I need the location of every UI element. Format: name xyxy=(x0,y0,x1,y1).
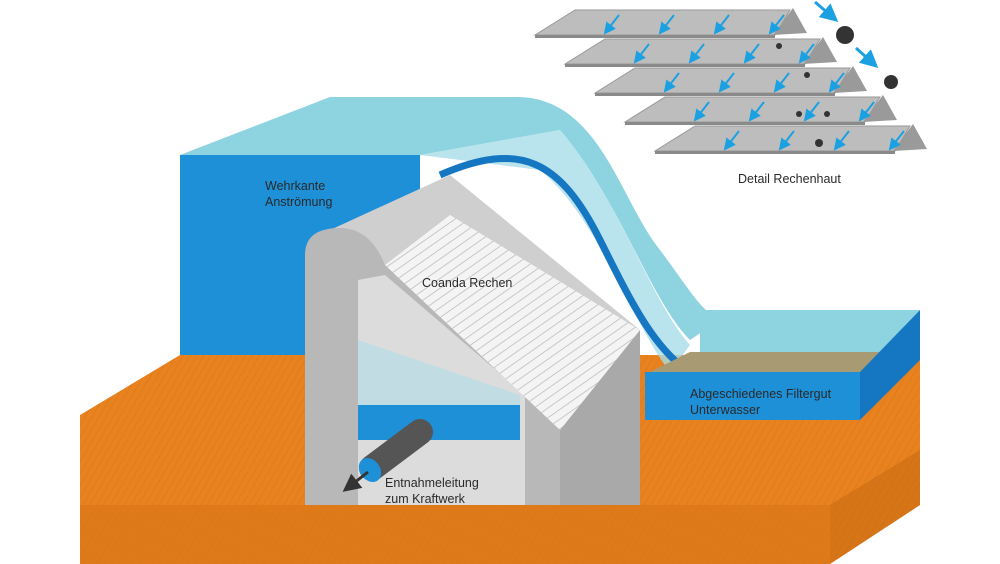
label-anstroemung: Anströmung xyxy=(265,195,332,209)
coanda-screen xyxy=(385,215,640,430)
label-kraftwerk: zum Kraftwerk xyxy=(385,492,466,506)
rack-bar-tip xyxy=(833,66,867,93)
debris-particle xyxy=(836,26,854,44)
intake-pipe xyxy=(342,419,433,492)
label-coanda-rechen: Coanda Rechen xyxy=(422,276,512,290)
rack-bar-tip xyxy=(773,8,807,35)
debris-particle xyxy=(824,111,830,117)
debris-particle xyxy=(804,72,810,78)
rack-bar-edge xyxy=(655,151,895,154)
flow-arrow-icon xyxy=(773,72,790,93)
rack-bar-edge xyxy=(535,35,775,38)
detail-rechenhaut xyxy=(533,0,927,154)
rack-bar-tip xyxy=(893,124,927,151)
label-entnahmeleitung: Entnahmeleitung xyxy=(385,476,479,490)
flow-arrow-icon xyxy=(603,14,620,35)
flow-arrow-icon xyxy=(828,72,845,93)
rack-bar-tip xyxy=(863,95,897,122)
flow-arrow-icon xyxy=(803,101,820,122)
rack-bar-tip xyxy=(803,37,837,64)
debris-particle xyxy=(776,43,782,49)
debris-particle xyxy=(796,111,802,117)
flow-arrow-icon xyxy=(858,101,875,122)
flow-arrow-icon xyxy=(798,43,815,64)
flow-arrow-icon xyxy=(688,43,705,64)
rack-bar-edge xyxy=(565,64,805,67)
flow-arrow-icon xyxy=(663,72,680,93)
tailwater xyxy=(645,310,920,420)
debris-flow-arrow-icon xyxy=(814,0,839,22)
debris-particle xyxy=(884,75,898,89)
label-unterwasser: Unterwasser xyxy=(690,403,760,417)
flow-arrow-icon xyxy=(768,14,785,35)
flow-arrow-icon xyxy=(743,43,760,64)
flow-arrow-icon xyxy=(888,130,905,151)
label-wehrkante: Wehrkante xyxy=(265,179,325,193)
label-filtergut: Abgeschiedenes Filtergut xyxy=(690,387,832,401)
flow-arrow-icon xyxy=(778,130,795,151)
debris-particle xyxy=(815,139,823,147)
flow-arrow-icon xyxy=(658,14,675,35)
flow-arrow-icon xyxy=(718,72,735,93)
flow-arrow-icon xyxy=(723,130,740,151)
rack-bar-edge xyxy=(625,122,865,125)
flow-arrow-icon xyxy=(713,14,730,35)
rack-bar-edge xyxy=(595,93,835,96)
flow-arrow-icon xyxy=(748,101,765,122)
label-detail-rechenhaut: Detail Rechenhaut xyxy=(738,172,841,186)
flow-arrow-icon xyxy=(693,101,710,122)
flow-arrow-icon xyxy=(633,43,650,64)
debris-flow-arrow-icon xyxy=(854,46,879,69)
outflow-arrow-icon xyxy=(342,470,369,492)
flow-arrow-icon xyxy=(833,130,850,151)
